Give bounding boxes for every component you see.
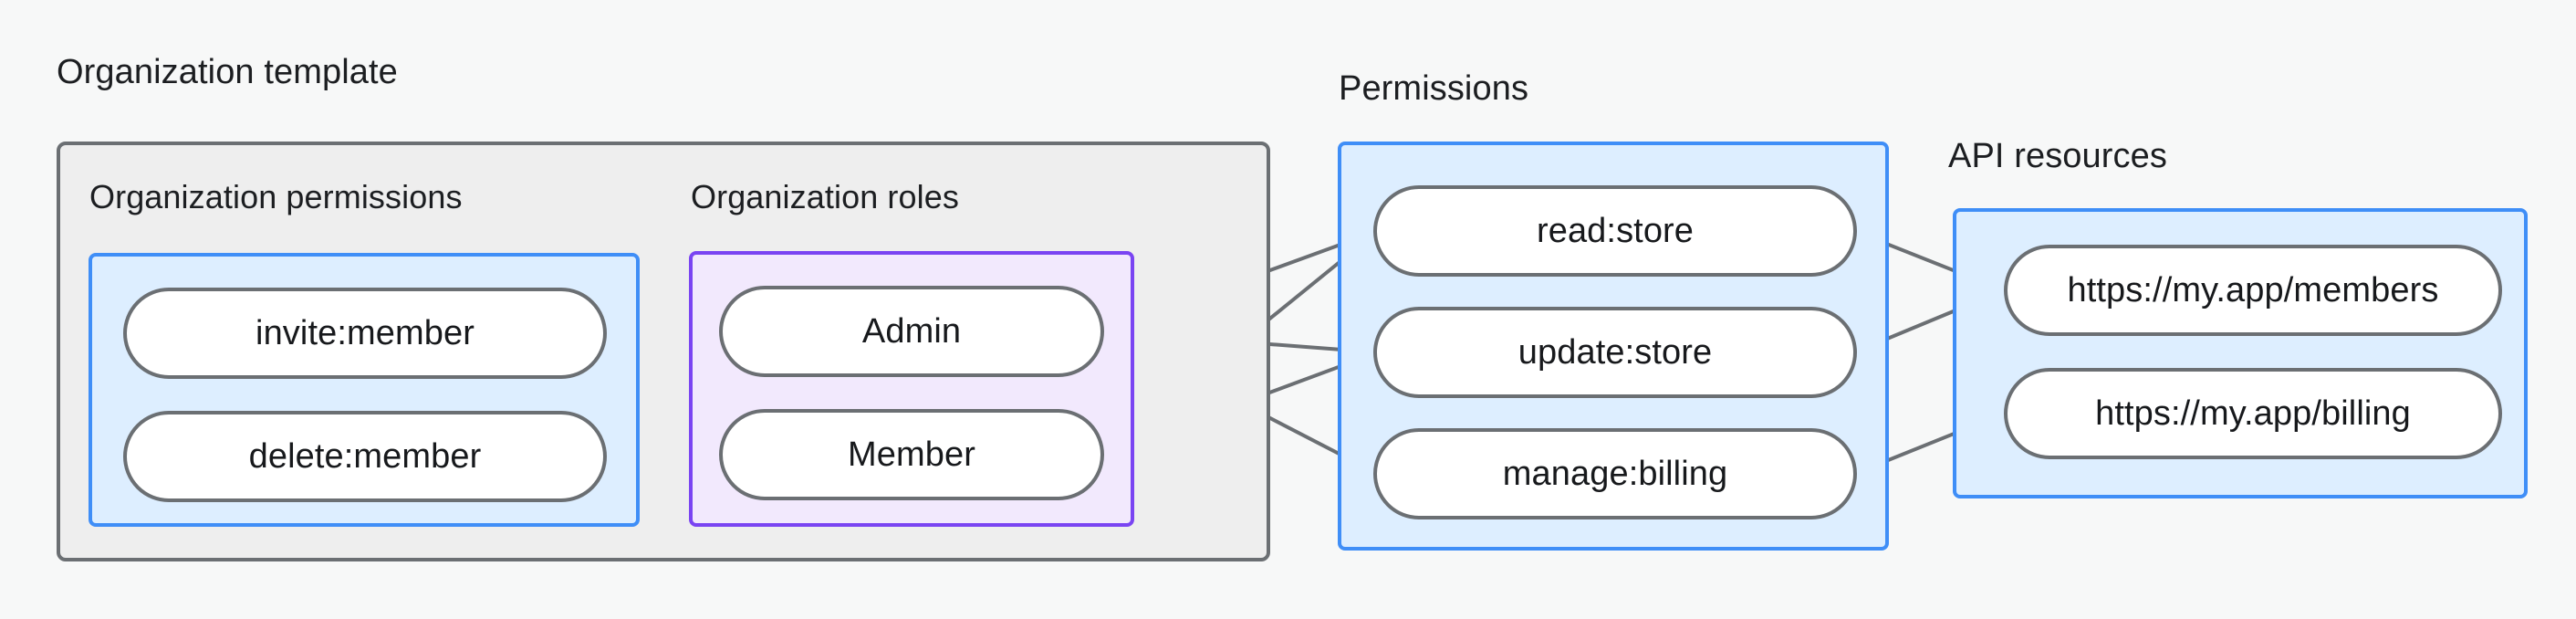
node-update-store[interactable]: update:store [1373, 307, 1857, 398]
organization-permissions-label: Organization permissions [89, 178, 463, 215]
organization-template-label: Organization template [57, 53, 398, 91]
node-manage-billing[interactable]: manage:billing [1373, 428, 1857, 519]
node-member[interactable]: Member [719, 409, 1104, 500]
api-resources-label: API resources [1948, 137, 2167, 175]
node-delete-member[interactable]: delete:member [123, 411, 607, 502]
node-admin[interactable]: Admin [719, 286, 1104, 377]
node-billing-url[interactable]: https://my.app/billing [2004, 368, 2502, 459]
permissions-label: Permissions [1339, 69, 1529, 108]
node-members-url[interactable]: https://my.app/members [2004, 245, 2502, 336]
organization-roles-label: Organization roles [691, 178, 959, 215]
node-invite-member[interactable]: invite:member [123, 288, 607, 379]
node-read-store[interactable]: read:store [1373, 185, 1857, 277]
